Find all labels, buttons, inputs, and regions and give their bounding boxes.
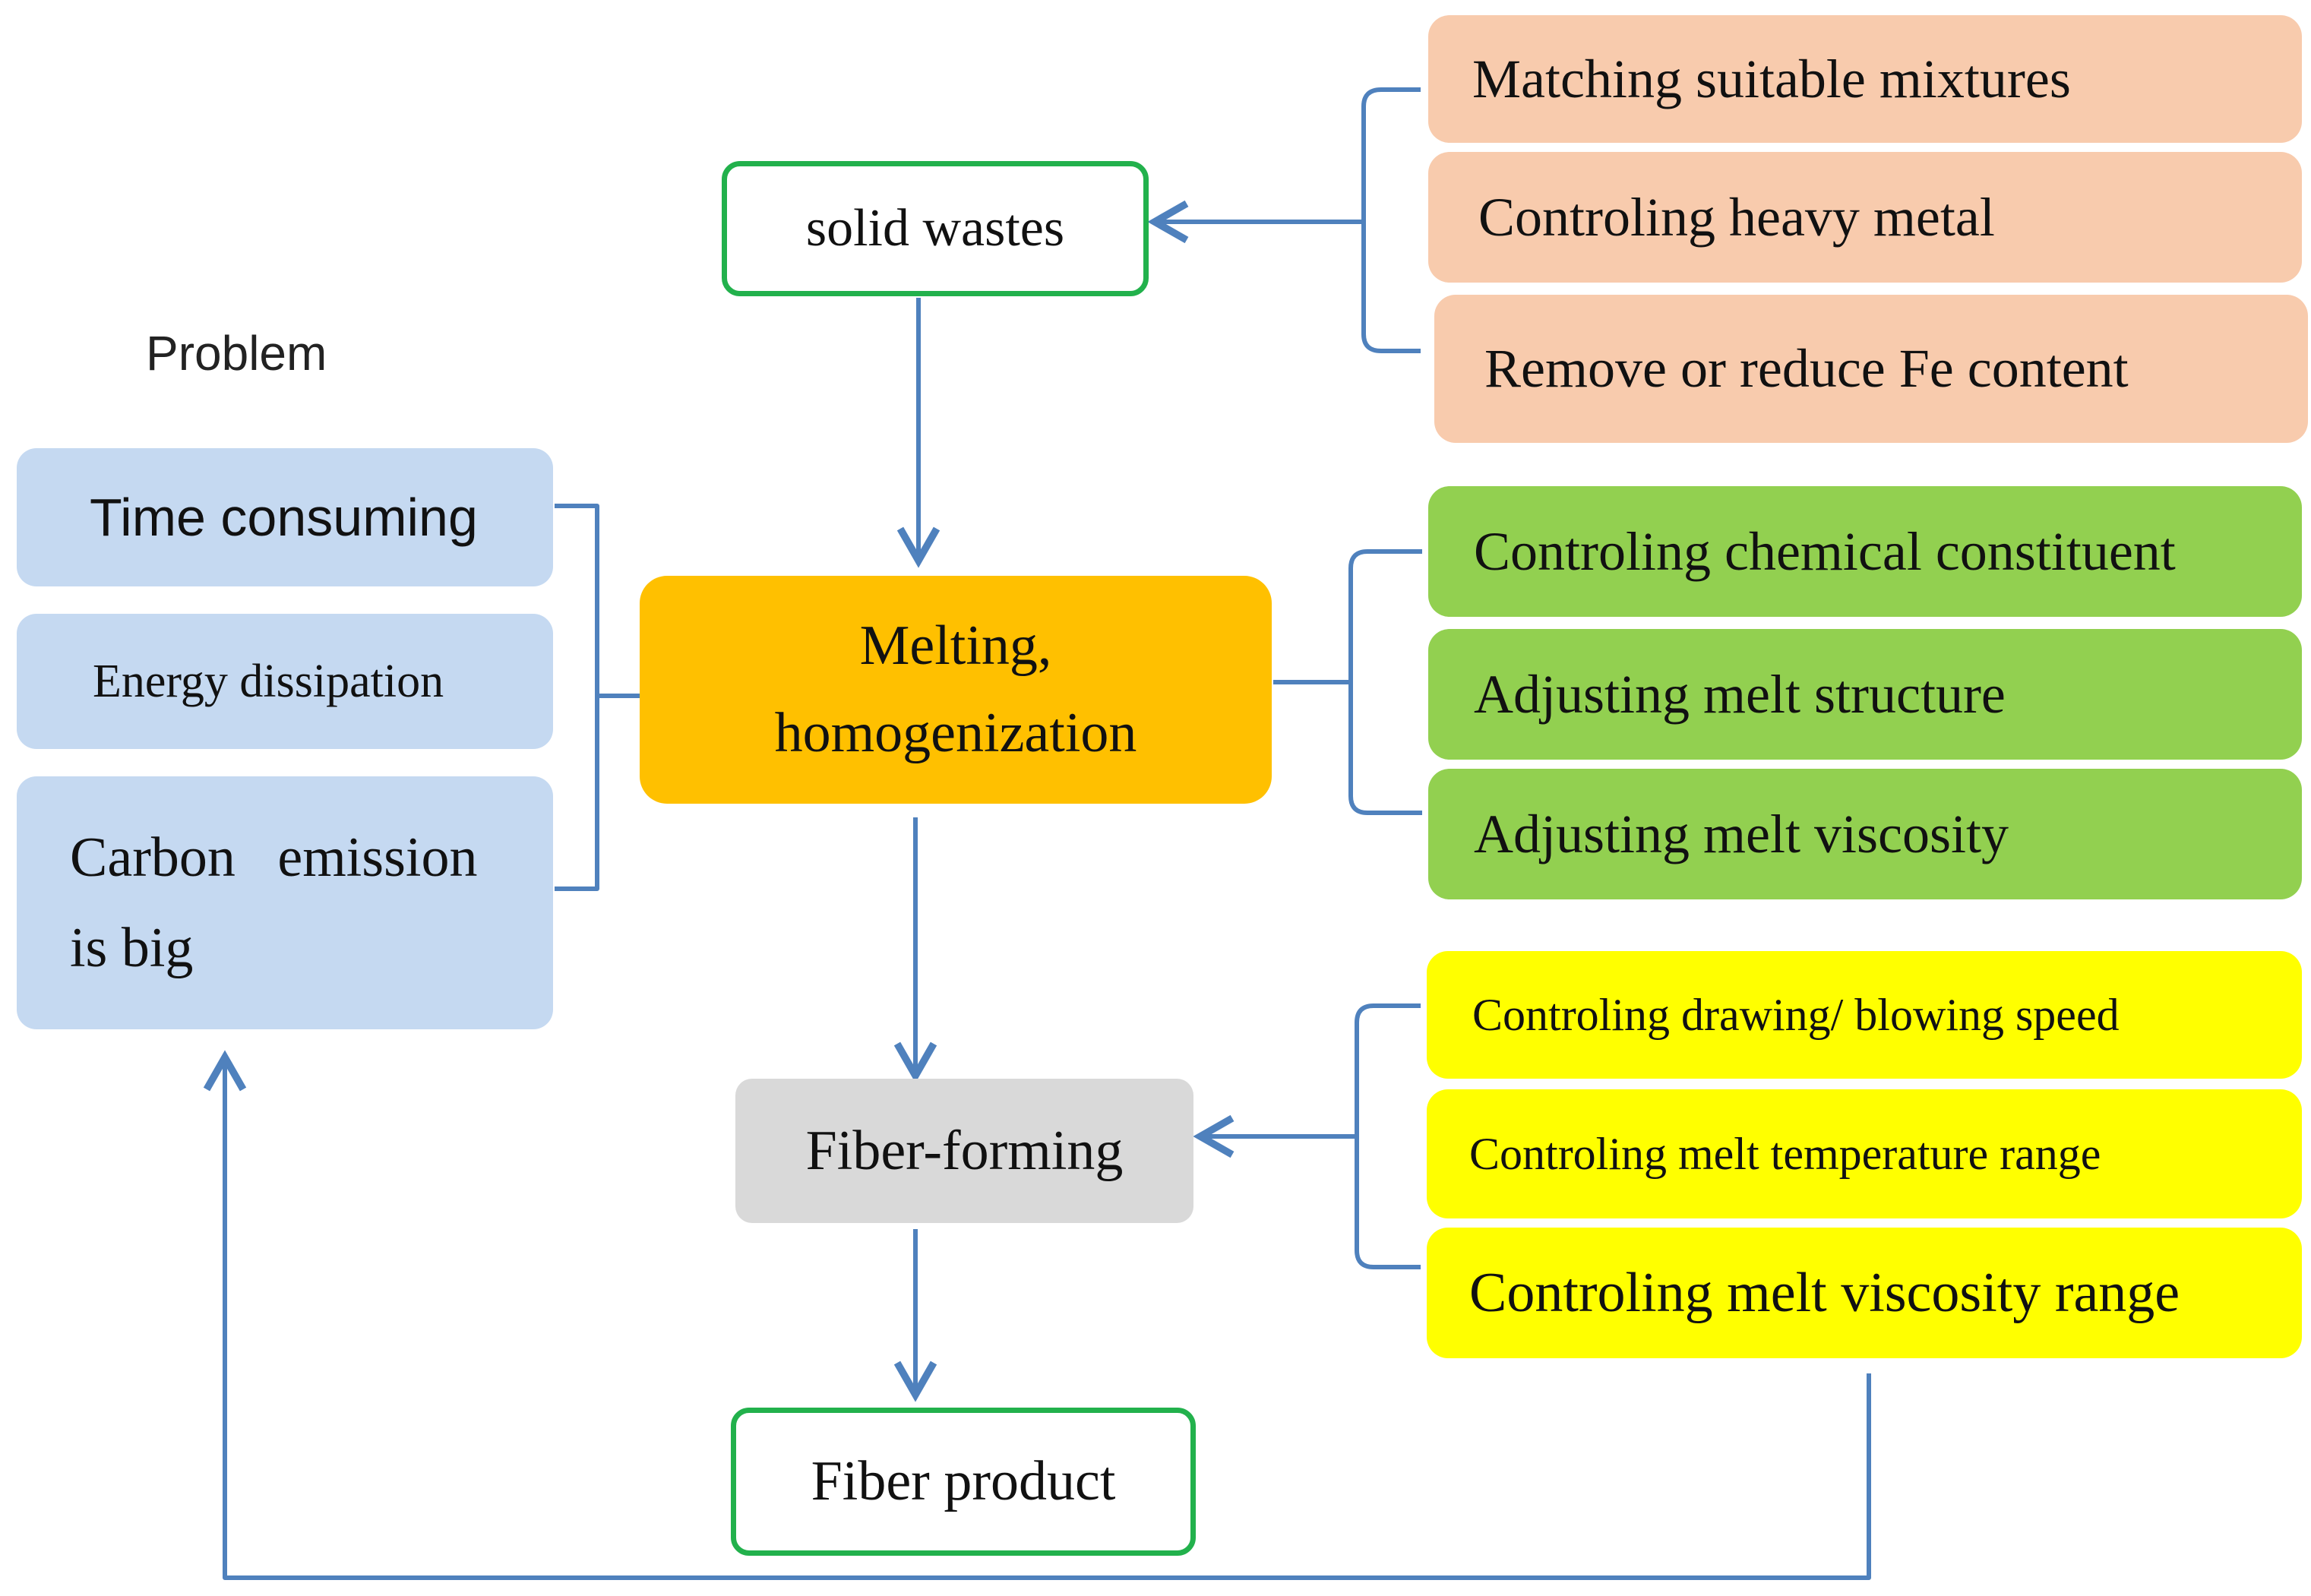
- raw-control-label: Remove or reduce Fe content: [1484, 338, 2129, 399]
- bracket-melt-controls: [1348, 549, 1422, 815]
- fiber-control-item: Controling melt viscosity range: [1427, 1228, 2302, 1358]
- melting-label-line2: homogenization: [774, 702, 1137, 764]
- problem-label-line1: Carbon emission: [70, 826, 478, 890]
- raw-control-label: Controling heavy metal: [1478, 186, 1995, 248]
- problem-carbon-emission: Carbon emission is big: [17, 776, 553, 1029]
- melt-control-label: Controling chemical constituent: [1474, 520, 2176, 582]
- fiber-control-label: Controling melt viscosity range: [1469, 1261, 2180, 1324]
- melting-label-line1: Melting,: [859, 615, 1052, 678]
- raw-control-item: Matching suitable mixtures: [1428, 15, 2302, 143]
- melt-control-item: Adjusting melt viscosity: [1428, 769, 2302, 899]
- melt-control-item: Adjusting melt structure: [1428, 629, 2302, 760]
- problem-energy-dissipation: Energy dissipation: [17, 614, 553, 749]
- fiber-control-label: Controling drawing/ blowing speed: [1472, 989, 2120, 1040]
- fiber-control-item: Controling drawing/ blowing speed: [1427, 951, 2302, 1079]
- bracket-fiber-controls: [1355, 1003, 1421, 1269]
- melt-control-label: Adjusting melt viscosity: [1474, 803, 2009, 864]
- raw-control-label: Matching suitable mixtures: [1472, 48, 2071, 109]
- fiber-product-label: Fiber product: [811, 1450, 1116, 1512]
- melting-homogenization-box: Melting, homogenization: [640, 576, 1272, 804]
- fiber-control-label: Controling melt temperature range: [1469, 1128, 2101, 1179]
- problem-time-consuming: Time consuming: [17, 448, 553, 586]
- fiber-control-item: Controling melt temperature range: [1427, 1089, 2302, 1218]
- melt-control-item: Controling chemical constituent: [1428, 486, 2302, 617]
- melt-control-label: Adjusting melt structure: [1474, 663, 2006, 725]
- feedback-loop-line: [203, 1050, 1871, 1580]
- raw-control-item: Remove or reduce Fe content: [1434, 295, 2308, 443]
- fiber-forming-box: Fiber-forming: [735, 1079, 1193, 1223]
- problem-label-line2: is big: [70, 916, 194, 979]
- bracket-raw-controls: [1361, 87, 1421, 353]
- fiber-product-box: Fiber product: [731, 1408, 1196, 1556]
- bracket-problems: [555, 504, 599, 891]
- problem-label: Time consuming: [90, 488, 478, 547]
- raw-control-item: Controling heavy metal: [1428, 152, 2302, 283]
- solid-wastes-box: solid wastes: [722, 161, 1149, 296]
- problem-heading: Problem: [146, 326, 327, 381]
- problem-label: Energy dissipation: [93, 655, 444, 707]
- solid-wastes-label: solid wastes: [805, 199, 1065, 258]
- fiber-forming-label: Fiber-forming: [805, 1119, 1124, 1182]
